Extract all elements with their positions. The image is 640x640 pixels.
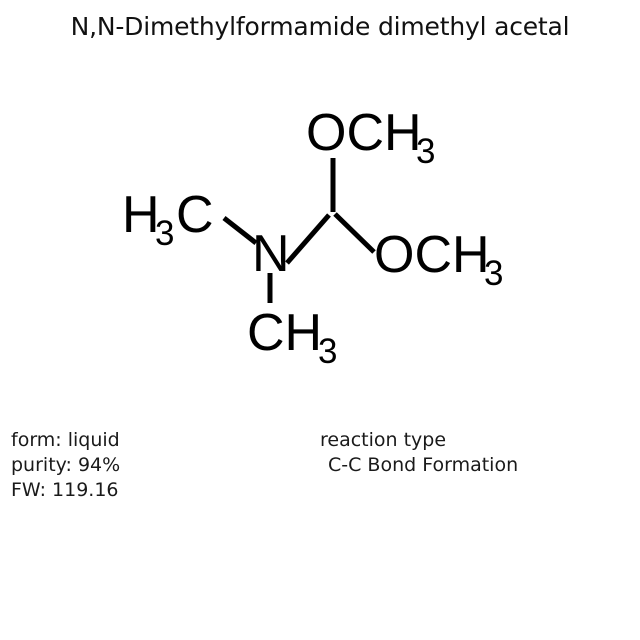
page-title: N,N-Dimethylformamide dimethyl acetal [70,12,570,41]
atom-subscript-left-methyl: 3 [155,214,174,253]
property-formula-weight: FW: 119.16 [11,479,119,501]
atom-subscript-right-methoxy: 3 [484,254,503,293]
atom-label-top-methoxy: OCH [306,104,422,162]
atom-subscript-top-methoxy: 3 [416,132,435,171]
chemical-structure-diagram: H 3 C N CH 3 OCH 3 OCH 3 [0,85,640,385]
atom-subscript-bottom-methyl: 3 [318,332,337,371]
property-purity: purity: 94% [11,454,121,476]
reaction-type-heading: reaction type [320,429,447,451]
reaction-type-value: C-C Bond Formation [328,454,519,476]
structure-canvas: H 3 C N CH 3 OCH 3 OCH 3 [122,104,503,371]
atom-label-right-methoxy: OCH [374,226,490,284]
atom-label-left-methyl-c: C [176,186,214,244]
bond-methyl-to-nitrogen [222,216,258,245]
bond-central-carbon-to-right-methoxy [333,212,376,254]
property-form: form: liquid [11,429,120,451]
properties-block: form: liquid purity: 94% FW: 119.16 [11,428,120,503]
atom-label-nitrogen: N [252,225,290,283]
reaction-type-block: reaction type C-C Bond Formation [320,428,518,478]
atom-label-left-methyl-h: H [122,186,160,244]
atom-label-bottom-methyl: CH [247,304,322,362]
bond-nitrogen-to-central-carbon [285,213,331,265]
